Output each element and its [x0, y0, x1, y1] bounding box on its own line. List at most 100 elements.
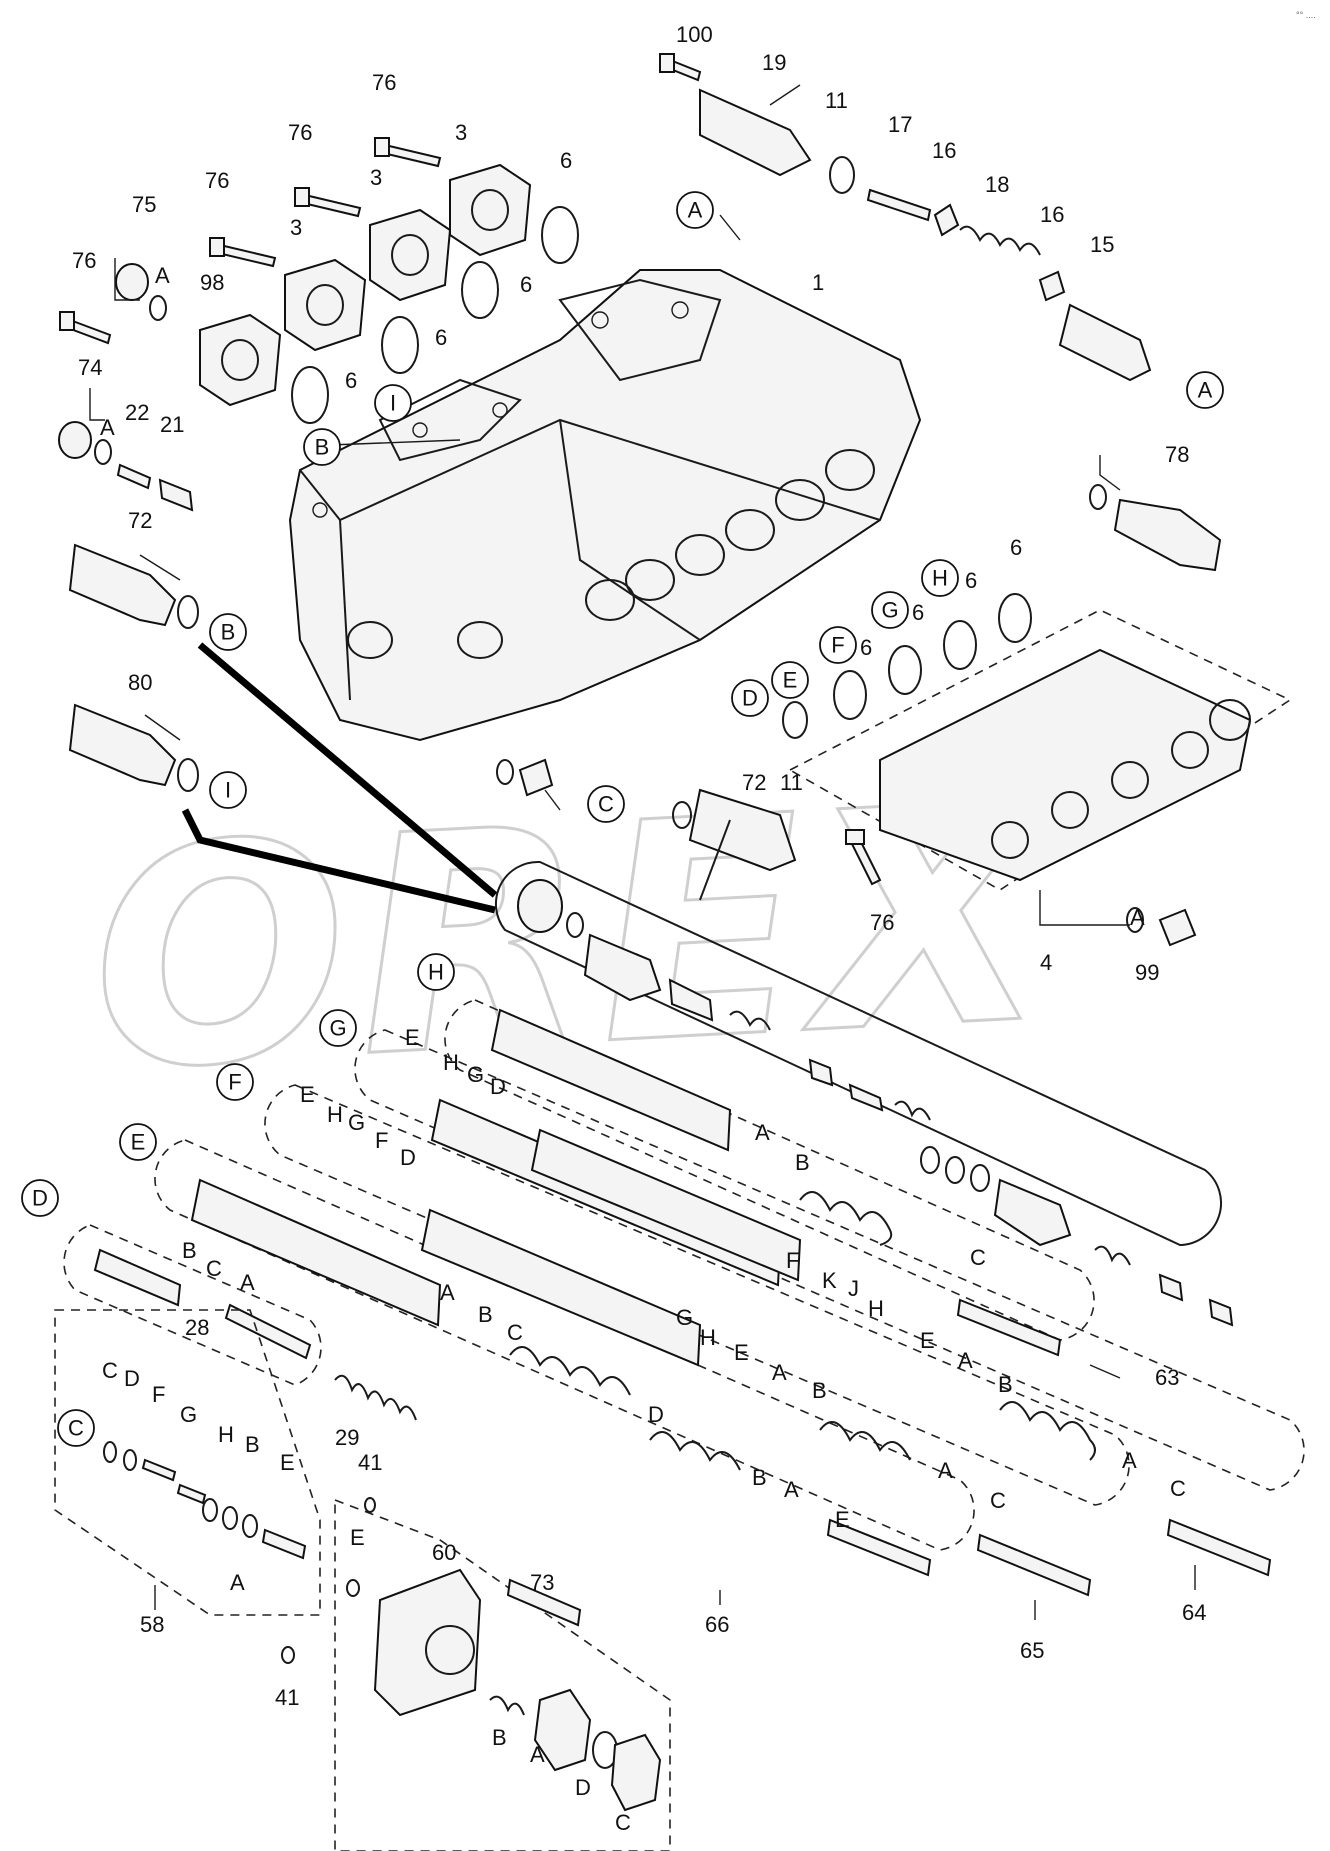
ref-circle-E-body: E [783, 668, 798, 693]
ref-circle-C: C [598, 792, 614, 817]
label-part-76c: 76 [205, 168, 229, 193]
left-valves [58, 263, 199, 792]
label-part-18: 18 [985, 172, 1009, 197]
label-part-76b: 76 [288, 120, 312, 145]
ref-circle-H-spool: H [428, 960, 444, 985]
label-part-72a: 72 [128, 508, 152, 533]
label-part-41a: 41 [358, 1450, 382, 1475]
ref-circle-G-spool: G [329, 1016, 346, 1041]
top-parts [699, 88, 1152, 382]
label-spool-F-G: G [348, 1110, 365, 1135]
label-spool-F-H: H [327, 1102, 343, 1127]
ref-circle-D-body: D [742, 686, 758, 711]
label-spool-m-E: E [920, 1328, 935, 1353]
label-kit60-D: D [575, 1775, 591, 1800]
label-spool-G-G: G [467, 1062, 484, 1087]
label-spool-m-A: A [958, 1348, 973, 1373]
label-kit60-C: C [615, 1810, 631, 1835]
label-part-75: 75 [132, 192, 156, 217]
ref-circle-A-right: A [1198, 378, 1213, 403]
label-spool-e-D: D [648, 1402, 664, 1427]
label-kit60-E: E [350, 1525, 365, 1550]
label-spool-m-J: J [848, 1276, 859, 1301]
label-part-74: 74 [78, 355, 102, 380]
label-spool-e-E: E [835, 1507, 850, 1532]
label-kit58-E: E [280, 1450, 295, 1475]
label-part-3b: 3 [370, 165, 382, 190]
label-spool-E-C: C [507, 1320, 523, 1345]
label-spool-D-A: A [240, 1270, 255, 1295]
label-part-100: 100 [676, 22, 713, 47]
label-kit58-A: A [230, 1570, 245, 1595]
label-spool-F-E: E [300, 1082, 315, 1107]
leader-thick [181, 642, 731, 914]
label-part-19: 19 [762, 50, 786, 75]
rods [826, 1298, 1272, 1597]
label-part-98: 98 [200, 270, 224, 295]
kit-60-parts [281, 1497, 662, 1812]
label-part-6g: 6 [965, 568, 977, 593]
ref-circle-F-spool: F [228, 1070, 241, 1095]
label-part-22: 22 [125, 400, 149, 425]
label-part-11b: 11 [780, 770, 803, 795]
label-kit58-H: H [218, 1422, 234, 1447]
label-part-17: 17 [888, 112, 912, 137]
label-part-6a: 6 [560, 148, 572, 173]
label-spool-E-B: B [478, 1302, 493, 1327]
label-spool-e-B: B [752, 1465, 767, 1490]
label-kit58-F: F [152, 1382, 165, 1407]
label-part-28: 28 [185, 1315, 209, 1340]
kit-58-parts [103, 1441, 307, 1560]
label-spool-F-F: F [375, 1128, 388, 1153]
label-part-11: 11 [825, 88, 848, 113]
label-part-99-A: A [1130, 905, 1145, 930]
label-spool-D-B: B [182, 1238, 197, 1263]
label-kit60-A: A [530, 1742, 545, 1767]
label-part-29: 29 [335, 1425, 359, 1450]
ref-circle-I-valve: I [225, 778, 231, 803]
label-spool-l-E: E [734, 1340, 749, 1365]
label-spool-65-A: A [938, 1458, 953, 1483]
ref-circle-G-body: G [881, 598, 898, 623]
corner-mark: °° .... [1296, 10, 1316, 20]
label-part-6b: 6 [520, 272, 532, 297]
label-spool-m-B: B [998, 1372, 1013, 1397]
label-spool-D-C: C [206, 1256, 222, 1281]
spools [93, 1008, 802, 1421]
label-part-6f: 6 [1010, 535, 1022, 560]
callout-labels: 100 19 11 17 16 18 16 15 1 3 3 3 98 6 6 … [72, 22, 1206, 1835]
label-part-78: 78 [1165, 442, 1189, 467]
label-part-16b: 16 [1040, 202, 1064, 227]
label-kit58-C: C [102, 1358, 118, 1383]
kit-58-outline [54, 1309, 321, 1616]
housing-4 [496, 609, 1292, 947]
label-spool-65-C: C [990, 1488, 1006, 1513]
label-spool-m-K: K [822, 1268, 837, 1293]
label-part-63: 63 [1155, 1365, 1179, 1390]
label-part-1: 1 [812, 270, 824, 295]
label-part-99: 99 [1135, 960, 1159, 985]
label-spool-G-E: E [405, 1025, 420, 1050]
ref-circle-H-body: H [932, 566, 948, 591]
label-part-15: 15 [1090, 232, 1114, 257]
label-part-76a: 76 [372, 70, 396, 95]
label-part-73: 73 [530, 1570, 554, 1595]
label-part-6d: 6 [345, 368, 357, 393]
label-spool-64-A: A [1122, 1448, 1137, 1473]
label-kit58-G: G [180, 1402, 197, 1427]
cap-blocks [199, 163, 532, 407]
label-spool-e-A: A [784, 1477, 799, 1502]
label-part-64: 64 [1182, 1600, 1206, 1625]
label-spool-l-B: B [812, 1378, 827, 1403]
label-spool-H-B: B [795, 1150, 810, 1175]
o-rings [291, 206, 1032, 739]
label-part-72b: 72 [742, 770, 766, 795]
label-part-74-A: A [100, 415, 115, 440]
label-part-6i: 6 [860, 635, 872, 660]
label-part-76d: 76 [72, 248, 96, 273]
label-spool-G-H: H [443, 1050, 459, 1075]
label-spool-l-A: A [772, 1360, 787, 1385]
label-part-3c: 3 [290, 215, 302, 240]
relief-valve-78 [1089, 484, 1222, 572]
